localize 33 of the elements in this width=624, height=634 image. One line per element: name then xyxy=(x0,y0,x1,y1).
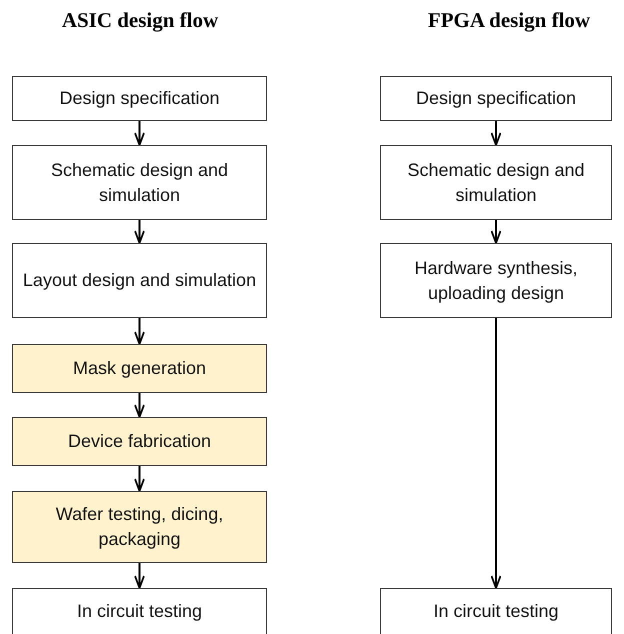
step-label: Device fabrication xyxy=(68,430,212,453)
arrow xyxy=(134,466,145,492)
process-box xyxy=(12,76,267,121)
step-label: Wafer testing, dicing, packaging xyxy=(54,503,224,551)
arrow xyxy=(134,393,145,418)
step-label: Layout design and simulation xyxy=(22,269,256,292)
arrow xyxy=(490,318,502,589)
process-box xyxy=(380,145,612,220)
step-label: Schematic design and simulation xyxy=(50,158,230,206)
process-box xyxy=(12,243,267,318)
step-label: In circuit testing xyxy=(433,600,559,623)
process-box xyxy=(12,145,267,220)
arrow xyxy=(490,121,502,146)
step-label: Schematic design and simulation xyxy=(406,158,586,206)
arrow xyxy=(134,220,145,244)
process-box xyxy=(12,588,267,634)
arrow xyxy=(490,220,502,244)
arrow xyxy=(134,318,145,345)
step-label: Design specification xyxy=(416,87,576,110)
process-box xyxy=(12,344,267,393)
arrow xyxy=(134,121,145,146)
process-box xyxy=(380,76,612,121)
step-label: Hardware synthesis, uploading design xyxy=(413,256,579,305)
process-box xyxy=(12,417,267,466)
step-label: Mask generation xyxy=(72,357,206,380)
arrow xyxy=(134,563,145,589)
flow-title: ASIC design flow xyxy=(60,8,220,33)
step-label: Design specification xyxy=(59,87,220,110)
process-box xyxy=(12,491,267,563)
process-box xyxy=(380,588,612,634)
process-box xyxy=(380,243,612,318)
step-label: In circuit testing xyxy=(76,600,202,623)
flow-title: FPGA design flow xyxy=(426,8,592,33)
